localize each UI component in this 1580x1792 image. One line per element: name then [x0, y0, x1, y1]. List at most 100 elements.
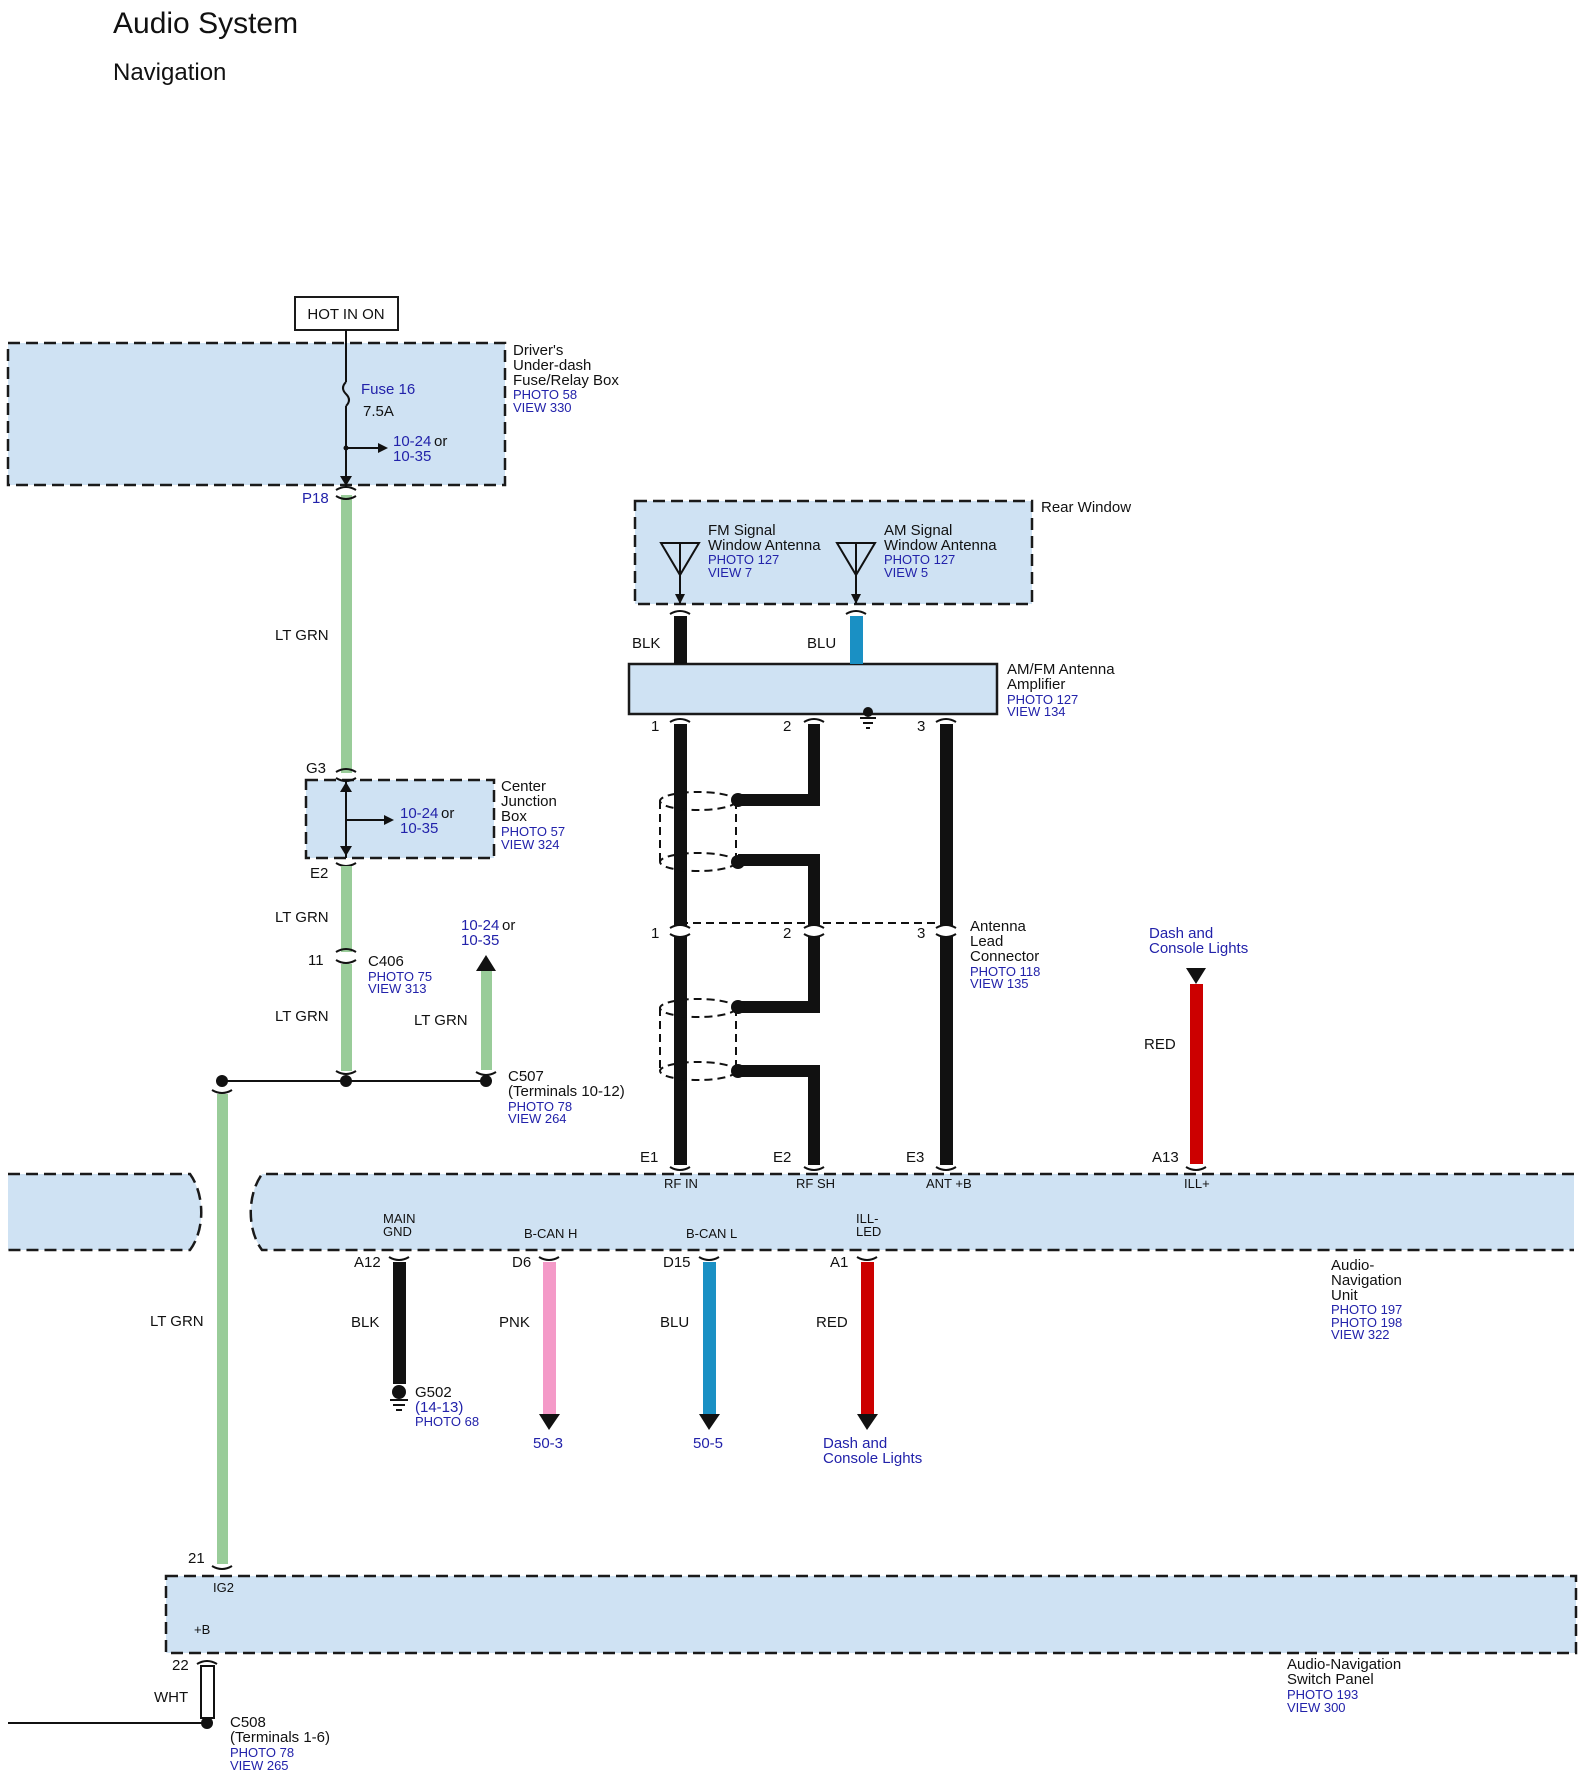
dash-lights-top-arrow: [1186, 968, 1206, 984]
nav-pin-a13: A13: [1152, 1149, 1179, 1166]
wire-shield-lower: [738, 936, 820, 1165]
amp-view[interactable]: VIEW 134: [1007, 704, 1066, 719]
wire-lt-grn-c507: [481, 970, 492, 1070]
am-antenna-l2: Window Antenna: [884, 537, 997, 554]
fuse-box-name-1: Driver's: [513, 342, 563, 359]
wire-label-red-a1: RED: [816, 1314, 848, 1331]
am-antenna-l1: AM Signal: [884, 522, 952, 539]
connector-am-out: [845, 610, 867, 615]
amp-name-2: Amplifier: [1007, 676, 1065, 693]
switch-panel-view[interactable]: VIEW 300: [1287, 1700, 1346, 1715]
dash-lights-top-l1[interactable]: Dash and: [1149, 925, 1213, 942]
fm-antenna-photo[interactable]: PHOTO 127: [708, 552, 779, 567]
shield-ellipse-lower-bottom: [659, 1061, 737, 1081]
c507-photo[interactable]: PHOTO 78: [508, 1099, 572, 1114]
g502-photo[interactable]: PHOTO 68: [415, 1414, 479, 1429]
nav-unit-view[interactable]: VIEW 322: [1331, 1327, 1390, 1342]
wire-label-lt-grn-3: LT GRN: [275, 1008, 329, 1025]
switch-panel-photo[interactable]: PHOTO 193: [1287, 1687, 1358, 1702]
nav-unit-photo-2[interactable]: PHOTO 198: [1331, 1315, 1402, 1330]
wire-ant-b-lower: [940, 936, 953, 1165]
d6-ref[interactable]: 50-3: [533, 1435, 563, 1452]
wire-blu-am: [850, 616, 863, 664]
nav-pin-d15: D15: [663, 1254, 691, 1271]
dash-lights-top-l2[interactable]: Console Lights: [1149, 940, 1248, 957]
d15-arrow: [699, 1414, 720, 1430]
hot-in-on-box: [294, 296, 399, 331]
amp-ground-dot: [863, 707, 873, 717]
antenna-lead-pins: [669, 924, 957, 938]
nav-unit-name-1: Audio-: [1331, 1257, 1374, 1274]
c406-view[interactable]: VIEW 313: [368, 981, 427, 996]
nav-pin-a1: A1: [830, 1254, 848, 1271]
wire-coax-core-lower: [674, 936, 687, 1165]
cjb-name-2: Junction: [501, 793, 557, 810]
lead-name-1: Antenna: [970, 918, 1027, 935]
fuse-box-photo[interactable]: PHOTO 58: [513, 387, 577, 402]
c507-ref-b[interactable]: 10-35: [461, 932, 499, 949]
g502-ref[interactable]: (14-13): [415, 1399, 463, 1416]
wire-label-lt-grn-4: LT GRN: [414, 1012, 468, 1029]
wire-lt-grn-ig2: [217, 1094, 228, 1564]
fuse-ref-or: or: [434, 433, 447, 450]
fm-antenna-view[interactable]: VIEW 7: [708, 565, 752, 580]
lead-view[interactable]: VIEW 135: [970, 976, 1029, 991]
cjb-ref-b[interactable]: 10-35: [400, 820, 438, 837]
lead-pin-1: 1: [651, 925, 659, 942]
d15-ref[interactable]: 50-5: [693, 1435, 723, 1452]
wire-label-lt-grn-5: LT GRN: [150, 1313, 204, 1330]
pin-c406-11: 11: [308, 952, 324, 969]
rear-window-box: [633, 499, 1034, 606]
dash-lights-bottom-l1[interactable]: Dash and: [823, 1435, 887, 1452]
switch-label-ig2: IG2: [213, 1580, 234, 1595]
c508-view[interactable]: VIEW 265: [230, 1758, 289, 1773]
c508-photo[interactable]: PHOTO 78: [230, 1745, 294, 1760]
amp-photo[interactable]: PHOTO 127: [1007, 692, 1078, 707]
nav-label-rf-sh: RF SH: [796, 1176, 835, 1191]
connector-splice-left: [211, 1089, 233, 1094]
c406-name: C406: [368, 953, 404, 970]
pin-p18: P18: [302, 490, 329, 507]
pin-cjb-e2: E2: [310, 865, 328, 882]
wire-label-blu-am: BLU: [807, 635, 836, 652]
wire-label-wht: WHT: [154, 1689, 188, 1706]
nav-unit-photo-1[interactable]: PHOTO 197: [1331, 1302, 1402, 1317]
nav-label-ill-minus: ILL-: [856, 1211, 878, 1226]
pin-g3: G3: [306, 760, 326, 777]
fm-antenna-arrow: [675, 594, 685, 604]
nav-label-rf-in: RF IN: [664, 1176, 698, 1191]
nav-unit-left-part: [8, 1172, 203, 1252]
c507-view[interactable]: VIEW 264: [508, 1111, 567, 1126]
nav-pin-e3: E3: [906, 1149, 924, 1166]
amp-pin-1: 1: [651, 718, 659, 735]
nav-pin-a12: A12: [354, 1254, 381, 1271]
center-junction-box: [304, 778, 496, 860]
nav-label-ill-plus: ILL+: [1184, 1176, 1210, 1191]
fuse-box-view[interactable]: VIEW 330: [513, 400, 572, 415]
fuse-ref-a[interactable]: 10-24: [393, 433, 431, 450]
cjb-down-arrow: [340, 846, 352, 856]
lead-pin-2: 2: [783, 925, 791, 942]
connector-fm-out: [669, 610, 691, 615]
cjb-ref-a[interactable]: 10-24: [400, 805, 438, 822]
wire-label-blk-fm: BLK: [632, 635, 660, 652]
switch-panel-name-1: Audio-Navigation: [1287, 1656, 1401, 1673]
connector-c406: [335, 948, 357, 964]
fuse-ref-b[interactable]: 10-35: [393, 448, 431, 465]
c406-photo[interactable]: PHOTO 75: [368, 969, 432, 984]
fuse-rating: 7.5A: [363, 403, 394, 420]
fuse-relay-box: [6, 341, 507, 487]
g502-ground-dot: [392, 1385, 406, 1399]
nav-pin-e2: E2: [773, 1149, 791, 1166]
cjb-photo[interactable]: PHOTO 57: [501, 824, 565, 839]
fuse-down-arrow: [340, 476, 352, 486]
am-antenna-photo[interactable]: PHOTO 127: [884, 552, 955, 567]
am-antenna-view[interactable]: VIEW 5: [884, 565, 928, 580]
lead-name-2: Lead: [970, 933, 1003, 950]
c507-ref-a[interactable]: 10-24: [461, 917, 499, 934]
cjb-view[interactable]: VIEW 324: [501, 837, 560, 852]
fm-antenna-l1: FM Signal: [708, 522, 776, 539]
lead-photo[interactable]: PHOTO 118: [970, 964, 1040, 979]
dash-lights-bottom-l2[interactable]: Console Lights: [823, 1450, 922, 1467]
